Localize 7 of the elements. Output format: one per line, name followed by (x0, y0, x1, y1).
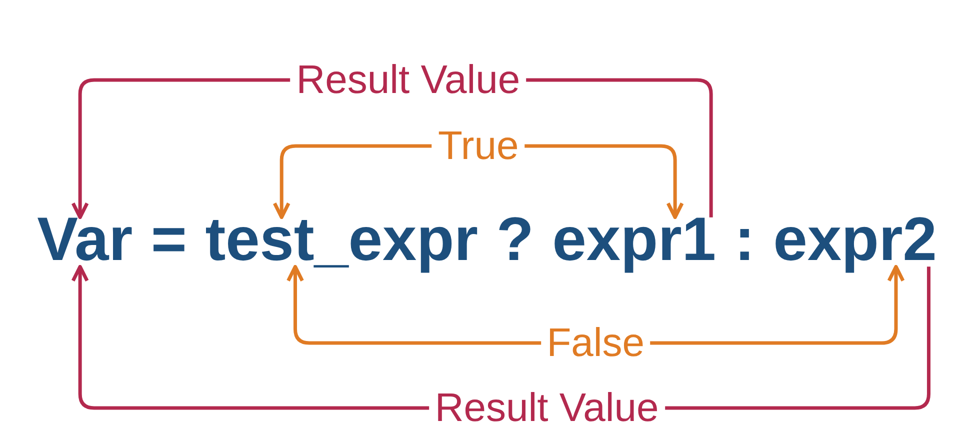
operator: : (734, 209, 755, 271)
expression-term: expr1 (552, 209, 716, 271)
expression-term: test_expr (205, 209, 478, 271)
expression-term: Var (37, 209, 133, 271)
operator: ? (496, 209, 534, 271)
operator: = (151, 209, 187, 271)
expression-term: expr2 (773, 209, 937, 271)
